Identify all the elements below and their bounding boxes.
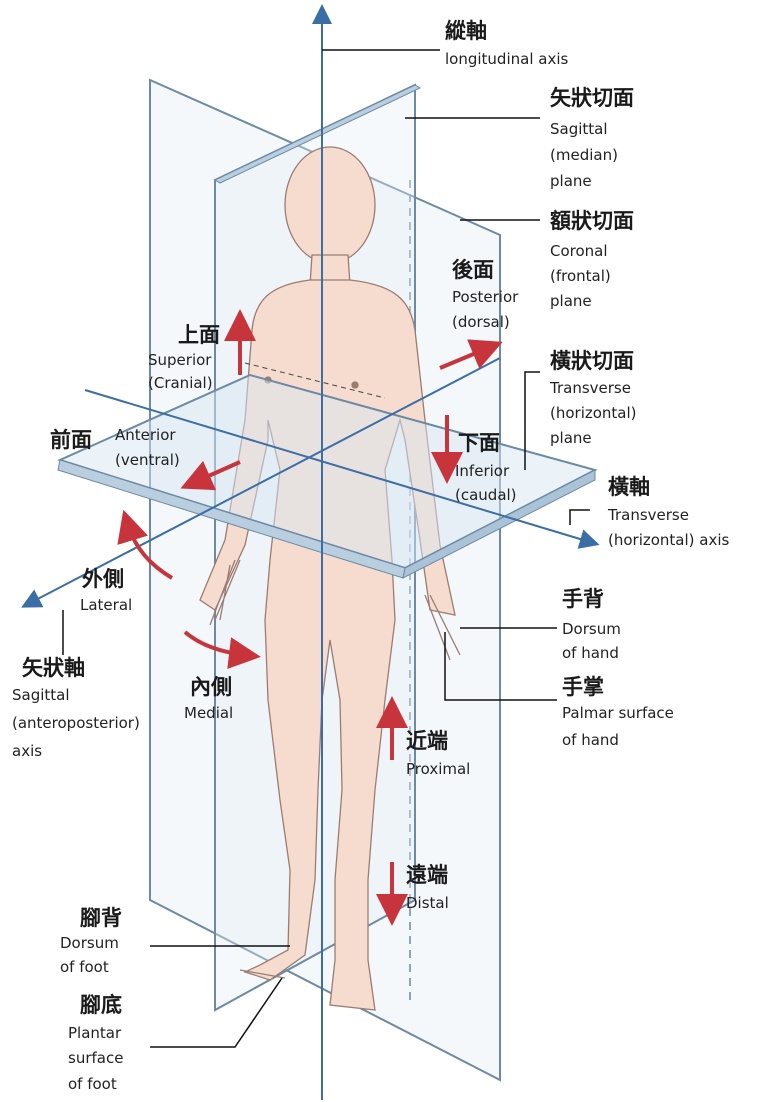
svg-text:of hand: of hand — [562, 644, 619, 662]
svg-text:Posterior: Posterior — [452, 288, 519, 306]
svg-text:surface: surface — [68, 1049, 123, 1067]
svg-text:矢狀軸: 矢狀軸 — [22, 656, 85, 680]
svg-text:遠端: 遠端 — [406, 863, 448, 887]
svg-text:Transverse: Transverse — [607, 506, 689, 524]
svg-text:額狀切面: 額狀切面 — [549, 209, 634, 233]
svg-text:下面: 下面 — [458, 431, 500, 455]
label-transverse-plane: 橫狀切面 Transverse (horizontal) plane — [549, 349, 637, 447]
svg-text:Proximal: Proximal — [406, 760, 470, 778]
svg-text:plane: plane — [550, 292, 592, 310]
svg-text:Dorsum: Dorsum — [60, 934, 119, 952]
svg-text:縱軸: 縱軸 — [445, 19, 487, 43]
svg-text:橫狀切面: 橫狀切面 — [550, 349, 634, 373]
svg-text:of hand: of hand — [562, 731, 619, 749]
svg-text:手掌: 手掌 — [562, 675, 604, 699]
svg-text:(Cranial): (Cranial) — [148, 374, 213, 392]
svg-text:手背: 手背 — [562, 587, 604, 611]
svg-text:plane: plane — [550, 429, 592, 447]
svg-text:腳底: 腳底 — [80, 993, 122, 1017]
svg-text:(horizontal): (horizontal) — [550, 404, 637, 422]
svg-text:(caudal): (caudal) — [455, 486, 517, 504]
label-lateral: 外側 Lateral — [80, 567, 132, 614]
label-sagittal-plane: 矢狀切面 Sagittal (median) plane — [550, 86, 634, 190]
svg-text:橫軸: 橫軸 — [608, 475, 650, 499]
label-coronal-plane: 額狀切面 Coronal (frontal) plane — [549, 209, 634, 310]
svg-text:矢狀切面: 矢狀切面 — [550, 86, 634, 110]
svg-text:Sagittal: Sagittal — [12, 686, 70, 704]
svg-text:of foot: of foot — [68, 1075, 117, 1093]
svg-text:(median): (median) — [550, 146, 618, 164]
svg-text:longitudinal axis: longitudinal axis — [445, 50, 568, 68]
svg-text:Plantar: Plantar — [68, 1024, 122, 1042]
label-posterior: 後面 Posterior (dorsal) — [452, 258, 519, 331]
svg-text:plane: plane — [550, 172, 592, 190]
svg-text:外側: 外側 — [82, 567, 124, 591]
label-inferior: 下面 Inferior (caudal) — [455, 431, 517, 504]
label-medial: 內側 Medial — [184, 675, 233, 722]
svg-text:axis: axis — [12, 742, 42, 760]
label-longitudinal: 縱軸 longitudinal axis — [445, 19, 568, 68]
label-dorsum-foot: 腳背 Dorsum of foot — [60, 906, 122, 976]
label-dorsum-hand: 手背 Dorsum of hand — [562, 587, 621, 662]
svg-text:Lateral: Lateral — [80, 596, 132, 614]
svg-text:Medial: Medial — [184, 704, 233, 722]
svg-text:Sagittal: Sagittal — [550, 120, 608, 138]
svg-text:Dorsum: Dorsum — [562, 620, 621, 638]
svg-text:後面: 後面 — [452, 258, 494, 282]
svg-text:Palmar surface: Palmar surface — [562, 704, 674, 722]
svg-text:Coronal: Coronal — [550, 242, 608, 260]
svg-text:(frontal): (frontal) — [550, 267, 611, 285]
svg-text:of foot: of foot — [60, 958, 109, 976]
svg-text:內側: 內側 — [190, 675, 232, 699]
svg-text:Inferior: Inferior — [455, 462, 510, 480]
svg-text:(dorsal): (dorsal) — [452, 313, 510, 331]
label-plantar: 腳底 Plantar surface of foot — [68, 993, 123, 1093]
svg-text:前面: 前面 — [50, 428, 92, 452]
svg-text:近端: 近端 — [406, 729, 448, 753]
label-transverse-axis: 橫軸 Transverse (horizontal) axis — [607, 475, 730, 549]
svg-text:(ventral): (ventral) — [115, 451, 180, 469]
svg-text:Superior: Superior — [148, 351, 212, 369]
label-sagittal-axis: 矢狀軸 Sagittal (anteroposterior) axis — [12, 656, 140, 760]
svg-text:(anteroposterior): (anteroposterior) — [12, 714, 140, 732]
label-palmar: 手掌 Palmar surface of hand — [562, 675, 674, 749]
svg-text:Distal: Distal — [406, 894, 449, 912]
svg-text:Transverse: Transverse — [549, 379, 631, 397]
svg-text:(horizontal) axis: (horizontal) axis — [608, 531, 730, 549]
svg-text:上面: 上面 — [178, 323, 220, 347]
svg-text:腳背: 腳背 — [80, 906, 122, 930]
svg-text:Anterior: Anterior — [115, 426, 176, 444]
